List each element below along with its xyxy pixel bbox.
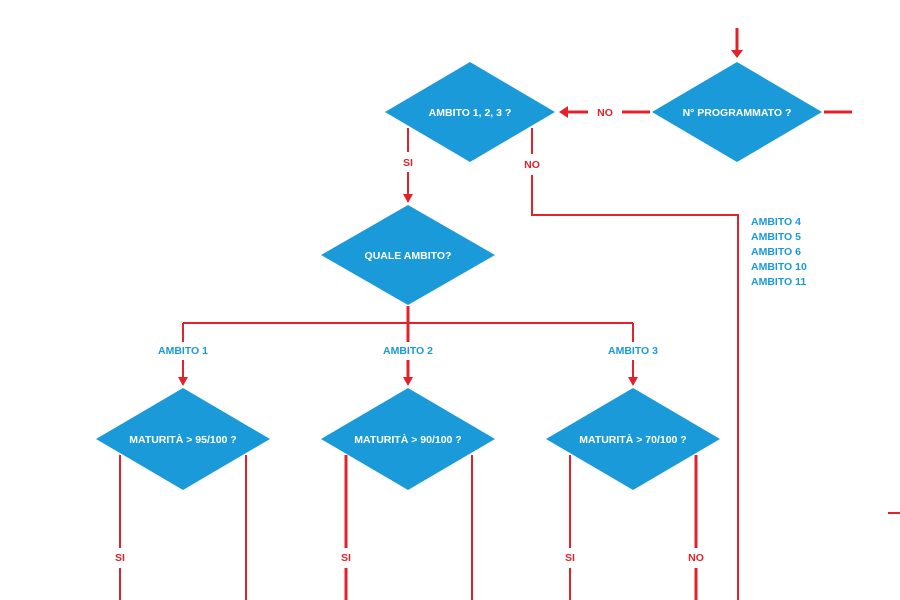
- other-ambiti-list: AMBITO 4 AMBITO 5 AMBITO 6 AMBITO 10 AMB…: [751, 216, 807, 288]
- m95-si-label: SI: [115, 552, 125, 564]
- other-ambito-item: AMBITO 11: [751, 276, 806, 288]
- m90-si-label: SI: [341, 552, 351, 564]
- branch-ambito-3-label: AMBITO 3: [608, 345, 658, 357]
- maturita-90-decision: MATURITÀ > 90/100 ?: [321, 388, 495, 490]
- m70-no-label: NO: [688, 552, 704, 564]
- other-ambito-item: AMBITO 5: [751, 231, 801, 243]
- branch-ambito-2-label: AMBITO 2: [383, 345, 433, 357]
- programmato-no-label: NO: [597, 107, 613, 119]
- other-ambito-item: AMBITO 10: [751, 261, 807, 273]
- branch-1-arrowhead: [178, 377, 188, 386]
- maturita-70-diamond: [546, 388, 720, 490]
- programmato-no-arrowhead: [559, 106, 568, 118]
- maturita-95-label: MATURITÀ > 95/100 ?: [129, 433, 236, 446]
- programmato-label: N° PROGRAMMATO ?: [683, 107, 792, 119]
- ambito-123-decision: AMBITO 1, 2, 3 ?: [385, 62, 555, 162]
- ambito-si-label: SI: [403, 157, 413, 169]
- ambito-si-arrowhead: [403, 194, 413, 203]
- maturita-90-label: MATURITÀ > 90/100 ?: [354, 433, 461, 446]
- m70-si-label: SI: [565, 552, 575, 564]
- programmato-decision: N° PROGRAMMATO ?: [652, 62, 822, 162]
- branch-3-arrowhead: [628, 377, 638, 386]
- maturita-95-diamond: [96, 388, 270, 490]
- branch-ambito-1-label: AMBITO 1: [158, 345, 208, 357]
- ambito-123-label: AMBITO 1, 2, 3 ?: [429, 107, 512, 119]
- other-ambito-item: AMBITO 6: [751, 246, 801, 258]
- maturita-90-diamond: [321, 388, 495, 490]
- ambito-123-diamond: [385, 62, 555, 162]
- maturita-70-label: MATURITÀ > 70/100 ?: [579, 433, 686, 446]
- quale-ambito-decision: QUALE AMBITO?: [321, 205, 495, 305]
- ambito-no-label: NO: [524, 159, 540, 171]
- branch-2-arrowhead: [403, 377, 413, 386]
- maturita-95-decision: MATURITÀ > 95/100 ?: [96, 388, 270, 490]
- ambito-no-connector-b: [531, 175, 739, 600]
- quale-ambito-diamond: [321, 205, 495, 305]
- other-ambito-item: AMBITO 4: [751, 216, 801, 228]
- maturita-70-decision: MATURITÀ > 70/100 ?: [546, 388, 720, 490]
- quale-ambito-label: QUALE AMBITO?: [365, 250, 452, 262]
- programmato-diamond: [652, 62, 822, 162]
- entry-arrowhead: [731, 50, 743, 58]
